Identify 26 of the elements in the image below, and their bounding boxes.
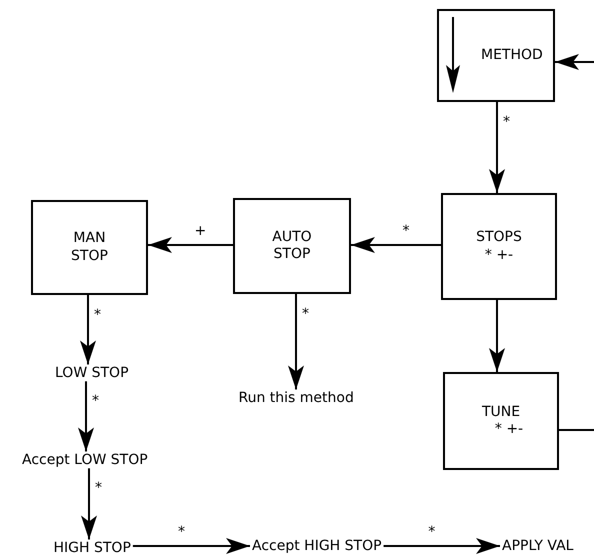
arrow [78,381,94,452]
arrow [351,237,441,253]
process-box [437,9,555,102]
box-title: AUTO STOP [271,228,313,264]
arrow [148,237,233,253]
arrow [288,294,304,390]
arrow [81,468,97,540]
key-hint: * +- [494,421,524,438]
step-text: Accept LOW STOP [22,452,148,468]
process-box [233,198,351,294]
arrow [555,54,594,70]
box-title: STOPS [476,229,522,246]
arrow [489,300,505,372]
arrow [384,538,500,554]
step-text: Accept HIGH STOP [252,538,382,554]
arrow [132,538,250,554]
box-title: MAN STOP [70,230,109,265]
process-box [441,193,557,300]
box-title: METHOD [481,46,541,64]
arrow [80,295,96,364]
process-box [443,372,559,470]
box-title: TUNE [482,404,520,421]
process-box [31,200,148,295]
key-hint: * +- [484,246,514,264]
arrow [489,102,505,193]
connector-line [559,429,594,431]
